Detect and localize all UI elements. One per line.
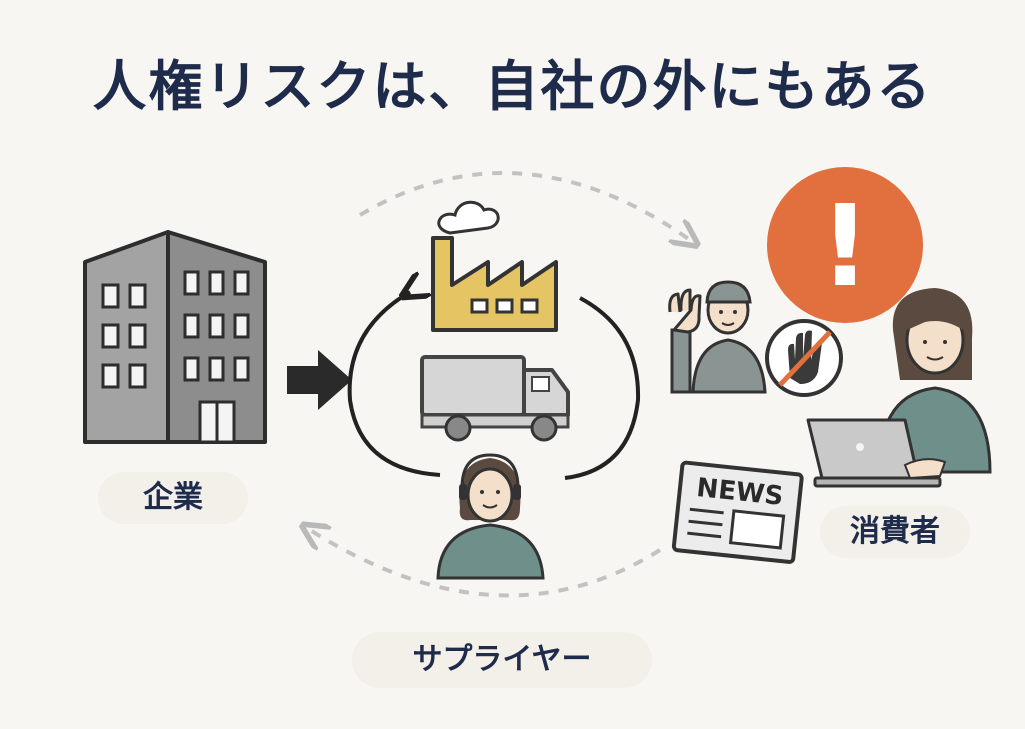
dashed-arc-top [358,171,690,240]
prohibition-icon [765,319,843,397]
svg-text:!: ! [819,182,870,312]
truck-icon [420,355,570,442]
consumer-label: 消費者 [820,506,970,558]
laptop-icon [806,418,947,488]
company-building-icon [83,230,267,444]
dashed-arc-bottom [310,530,662,598]
supplier-person-icon [436,453,545,580]
factory-icon [431,200,558,332]
newspaper-icon: NEWS [671,460,804,564]
cycle-arc-left [347,292,441,477]
worker-icon [668,280,767,394]
company-label: 企業 [98,472,248,524]
flow-arrow-icon [287,350,352,410]
supplier-label: サプライヤー [352,632,652,688]
alert-icon: ! [767,167,923,323]
page-title: 人権リスクは、自社の外にもある [92,55,933,118]
cycle-arc-right [564,296,641,480]
